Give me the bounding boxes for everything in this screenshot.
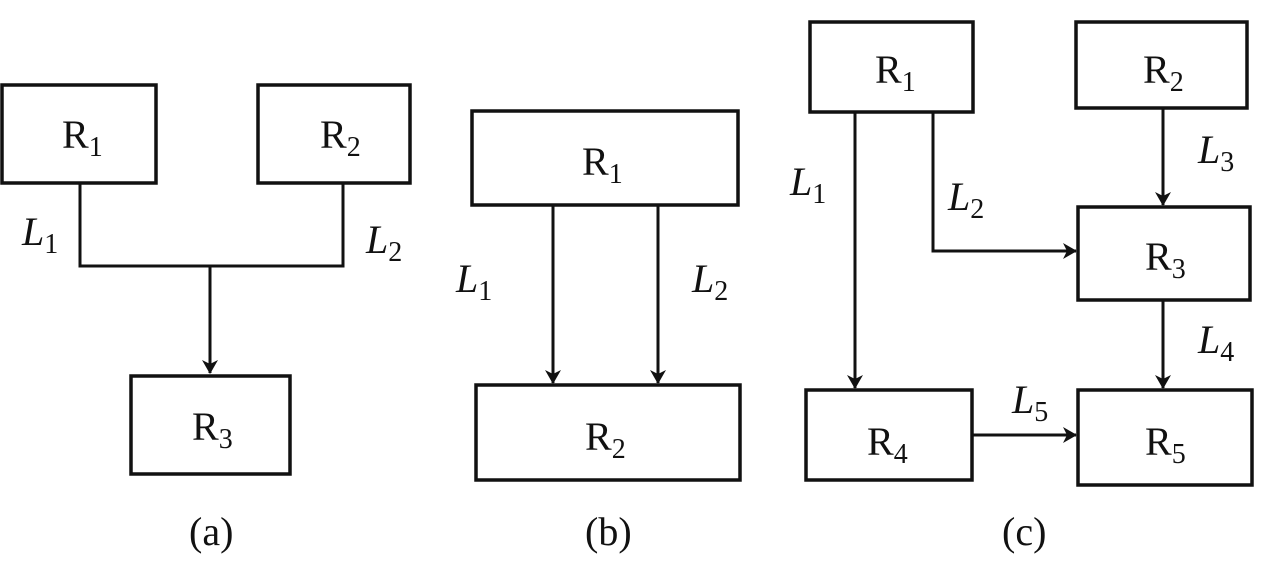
label-c-r4: R4: [867, 419, 908, 470]
node-c-r2: [1074, 20, 1249, 110]
link-a-l1-l2: [78, 183, 345, 268]
label-b-r1: R1: [582, 139, 623, 190]
node-c-r4: [804, 388, 974, 482]
label-c-r5: R5: [1145, 419, 1186, 470]
diagram-c: R1 R2 R3 R4 R5 L1 L2 L3 L4 L5 (c): [789, 20, 1254, 554]
label-a-l2: L2: [365, 217, 402, 268]
node-a-r1: [0, 83, 158, 185]
caption-b: (b): [585, 509, 632, 554]
label-a-l1: L1: [21, 209, 58, 260]
label-c-r2: R2: [1143, 47, 1184, 98]
caption-c: (c): [1002, 509, 1046, 554]
label-c-l3: L3: [1197, 127, 1234, 178]
label-a-r2: R2: [320, 112, 361, 163]
label-b-l2: L2: [691, 256, 728, 307]
label-c-l1: L1: [789, 159, 826, 210]
label-c-r3: R3: [1145, 234, 1186, 285]
node-c-r3: [1076, 205, 1252, 302]
node-b-r1: [470, 109, 740, 207]
caption-a: (a): [189, 509, 233, 554]
label-b-r2: R2: [585, 414, 626, 465]
node-a-r3: [129, 374, 292, 476]
label-c-l5: L5: [1011, 377, 1048, 428]
label-a-r3: R3: [192, 404, 233, 455]
arrow-c-l2: [931, 112, 1077, 259]
node-b-r2: [474, 383, 742, 482]
node-c-r5: [1076, 388, 1254, 487]
label-b-l1: L1: [455, 256, 492, 307]
node-c-r1: [808, 20, 975, 114]
label-a-r1: R1: [62, 112, 103, 163]
label-c-r1: R1: [875, 47, 916, 98]
diagram-a: R1 R2 R3 L1 L2 (a): [0, 83, 412, 554]
diagram-b: R1 R2 L1 L2 (b): [455, 109, 742, 554]
label-c-l2: L2: [947, 174, 984, 225]
node-a-r2: [256, 83, 412, 185]
label-c-l4: L4: [1197, 317, 1234, 368]
